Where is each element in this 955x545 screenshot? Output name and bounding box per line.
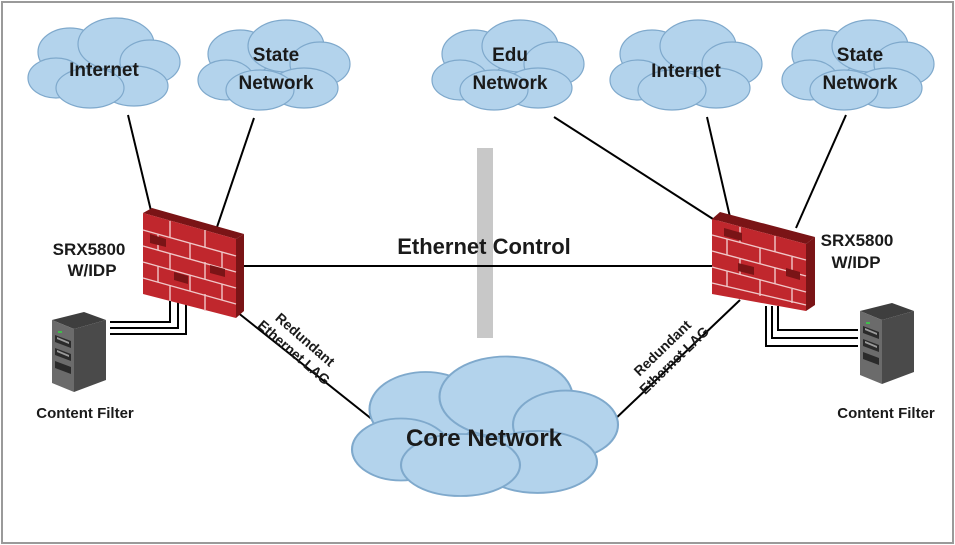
- connection-lines: [110, 114, 858, 425]
- server-left-link-1: [110, 295, 171, 323]
- wire-internet-left-to-fw: [127, 114, 153, 216]
- ethernet-control-label: Ethernet Control: [397, 234, 571, 259]
- cloud-label: Edu: [492, 45, 528, 66]
- cloud-label: State: [837, 45, 883, 66]
- wire-internet-right-to-fw: [706, 116, 731, 218]
- server-right-link-2: [771, 306, 858, 339]
- firewall-right-label: W/IDP: [831, 253, 880, 272]
- wire-state-right-to-fw: [795, 114, 847, 229]
- lag-right-line: [611, 299, 741, 423]
- firewall-right-icon: [711, 212, 815, 311]
- cloud-label: Network: [239, 73, 314, 94]
- cloud-state-left: State Network: [197, 19, 351, 111]
- cloud-label: Internet: [69, 60, 139, 81]
- cloud-label: Network: [823, 73, 898, 94]
- firewall-left-icon: [142, 208, 244, 318]
- server-left-link-2: [110, 297, 179, 329]
- server-left-link-3: [110, 299, 187, 335]
- wire-state-left-to-fw: [215, 117, 255, 231]
- firewall-left-label: SRX5800: [53, 240, 126, 259]
- firewall-right-label: SRX5800: [821, 231, 894, 250]
- server-left-icon: [52, 312, 106, 392]
- control-separator-bar: [477, 148, 493, 338]
- server-right-label: Content Filter: [837, 405, 935, 422]
- wire-edu-to-fw-right: [553, 116, 728, 229]
- cloud-state-right: State Network: [781, 19, 935, 111]
- server-right-icon: [860, 303, 914, 384]
- server-left-label: Content Filter: [36, 405, 134, 422]
- server-right-link-1: [765, 306, 858, 347]
- cloud-edu: Edu Network: [431, 19, 585, 111]
- cloud-label: Network: [473, 73, 548, 94]
- cloud-internet-left: Internet: [27, 17, 181, 109]
- lag-left-line: [231, 307, 379, 425]
- core-network-label: Core Network: [406, 425, 563, 452]
- server-right-link-3: [777, 306, 858, 331]
- cloud-internet-right: Internet: [609, 19, 763, 111]
- firewall-left-label: W/IDP: [67, 261, 116, 280]
- cloud-label: Internet: [651, 61, 721, 82]
- cloud-label: State: [253, 45, 299, 66]
